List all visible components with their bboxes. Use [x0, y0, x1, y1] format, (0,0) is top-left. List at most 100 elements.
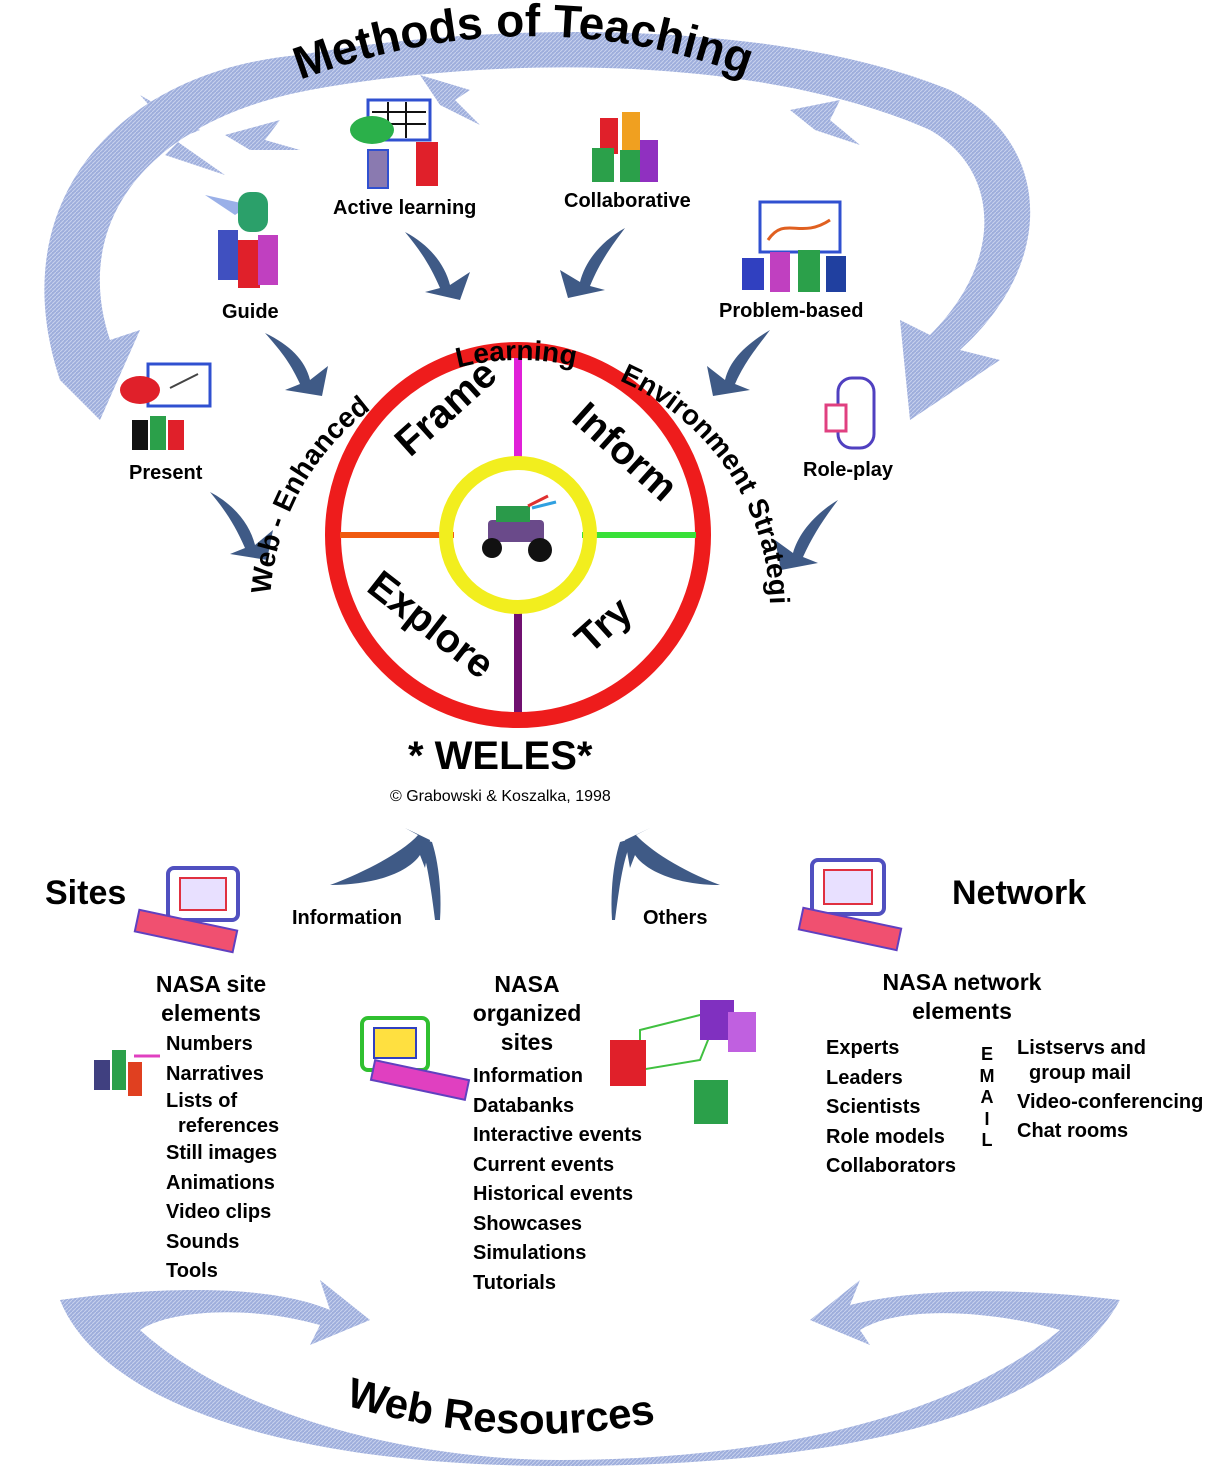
email-letter: E	[980, 1044, 993, 1064]
weles-title: * WELES*	[408, 734, 593, 778]
present-icon	[120, 362, 212, 450]
collaborative-icon	[592, 112, 658, 182]
organized-heading-line1: NASA	[494, 971, 560, 997]
network-heading: Network	[952, 874, 1087, 912]
list-item: Animations	[166, 1171, 275, 1194]
arc-arrow-2	[225, 120, 300, 150]
list-item: Collaborators	[826, 1155, 957, 1177]
arrow-roleplay	[775, 500, 838, 570]
organized-heading-line2: organized	[472, 1000, 582, 1026]
list-item: Scientists	[826, 1096, 921, 1118]
ring-text: Web - Enhanced	[245, 390, 374, 595]
copyright: © Grabowski & Koszalka, 1998	[390, 788, 611, 805]
network-subheading: NASA network elements	[862, 968, 1062, 1026]
weles-wheel	[325, 342, 711, 728]
ring-text-left: Web - Enhanced	[245, 390, 374, 595]
list-item: Databanks	[473, 1094, 575, 1117]
list-item: Tools	[166, 1260, 218, 1282]
sites-subheading: NASA site elements	[145, 970, 277, 1028]
label-others: Others	[643, 907, 708, 929]
svg-text:Web Resources: Web Resources	[343, 1369, 658, 1443]
guide-icon	[205, 192, 278, 288]
organized-computer-icon	[360, 1016, 471, 1101]
list-item: Still images	[166, 1142, 278, 1164]
network-channels-list: Listservs and group mail Video-conferenc…	[1017, 1036, 1203, 1144]
network-subheading-line2: elements	[912, 998, 1012, 1024]
list-item: Experts	[826, 1037, 900, 1059]
list-item: group mail	[1029, 1062, 1132, 1084]
arrow-others	[625, 828, 720, 885]
list-item: Sounds	[166, 1230, 240, 1253]
organized-list: Information Databanks Interactive events…	[473, 1062, 642, 1298]
arc-arrow-3	[420, 75, 480, 125]
organized-heading: NASA organized sites	[462, 970, 592, 1057]
list-item: Showcases	[473, 1212, 582, 1235]
list-item: Numbers	[166, 1033, 253, 1055]
sites-subheading-line2: elements	[161, 1000, 261, 1026]
ring-text-right2: Strategies	[0, 0, 795, 605]
teaching-arc	[44, 32, 1031, 420]
network-subheading-line1: NASA network	[882, 969, 1042, 995]
organized-heading-line3: sites	[500, 1029, 554, 1055]
list-item: Narratives	[166, 1062, 264, 1085]
label-collaborative: Collaborative	[564, 190, 691, 212]
arrow-active	[405, 232, 470, 300]
email-vertical: E M A I L	[978, 1044, 996, 1152]
list-item: Chat rooms	[1017, 1120, 1129, 1142]
sites-computer-icon	[133, 866, 240, 954]
label-role-play: Role-play	[803, 459, 894, 481]
dark-arrows	[210, 228, 838, 920]
outer-ring	[325, 342, 711, 728]
email-letter: A	[980, 1087, 994, 1107]
list-item: Historical events	[473, 1183, 634, 1205]
list-item: Interactive events	[473, 1124, 642, 1146]
email-letter: I	[984, 1108, 990, 1129]
arrow-information	[330, 828, 430, 885]
resources-title: Web Resources	[343, 1369, 658, 1443]
network-people-list: Experts Leaders Scientists Role models C…	[826, 1034, 956, 1182]
network-computer-icon	[797, 858, 903, 952]
arc-arrow-1	[140, 95, 225, 175]
inner-ring	[439, 456, 597, 614]
list-item: Tutorials	[473, 1271, 556, 1294]
numbers-icon	[94, 1050, 160, 1096]
list-item: references	[178, 1115, 280, 1137]
list-item: Lists of	[166, 1090, 238, 1112]
sites-heading: Sites	[45, 874, 127, 912]
arrow-others-tail	[611, 838, 634, 920]
list-item: Simulations	[473, 1242, 587, 1264]
list-item: Video-conferencing	[1017, 1091, 1204, 1113]
quadrant-try: Try	[567, 588, 642, 661]
arc-arrow-4	[790, 100, 860, 145]
arrow-guide	[265, 333, 328, 396]
network-people-icon	[610, 1000, 756, 1124]
list-item: Information	[473, 1065, 583, 1087]
resources-arc	[60, 1280, 1120, 1466]
top-arc	[44, 32, 1031, 420]
label-active-learning: Active learning	[333, 197, 477, 219]
list-item: Role models	[826, 1125, 945, 1148]
label-present: Present	[129, 462, 203, 484]
problem-based-icon	[742, 200, 846, 292]
sites-subheading-line1: NASA site	[155, 971, 267, 997]
arrow-problem	[707, 330, 770, 396]
list-item: Leaders	[826, 1066, 903, 1089]
email-letter: M	[979, 1065, 995, 1086]
active-learning-icon	[350, 98, 438, 189]
list-item: Video clips	[166, 1201, 272, 1223]
arrow-information-tail	[418, 838, 441, 920]
label-guide: Guide	[222, 301, 279, 323]
rover-icon	[482, 494, 557, 562]
email-letter: L	[981, 1130, 993, 1150]
label-problem-based: Problem-based	[719, 300, 864, 322]
list-item: Listservs and	[1017, 1037, 1146, 1059]
arrow-collab	[560, 228, 625, 298]
label-information: Information	[292, 907, 402, 929]
list-item: Current events	[473, 1153, 615, 1176]
bottom-arc	[60, 1280, 1120, 1466]
sites-list: Numbers Narratives Lists of references S…	[166, 1030, 279, 1287]
arrow-present	[210, 492, 273, 560]
role-play-icon	[824, 376, 876, 450]
svg-text:Strategies: Strategies	[0, 0, 795, 605]
